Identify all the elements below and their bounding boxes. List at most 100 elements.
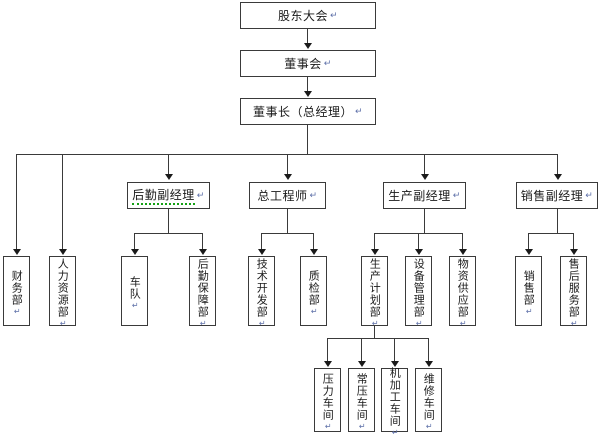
- arrow-head-icon: [358, 361, 366, 367]
- box-logistics-vp[interactable]: 后勤副经理↵: [127, 182, 210, 209]
- box-finance-dept-label: 财务部: [10, 269, 24, 306]
- box-chairman-general-manager-label: 董事长（总经理）: [252, 105, 353, 119]
- drop-to-logistics-vp: [168, 154, 169, 175]
- box-fleet-team[interactable]: 车队↵: [121, 256, 148, 326]
- box-tech-dev-dept[interactable]: 技术开发部↵: [248, 256, 275, 329]
- box-atmospheric-workshop[interactable]: 常压车间↵: [348, 368, 375, 432]
- arrow-head-icon: [425, 361, 433, 367]
- paragraph-mark-icon: ↵: [58, 318, 68, 329]
- box-sales-vp-label: 销售副经理: [520, 189, 584, 203]
- connector-sales-vp-down: [557, 209, 558, 233]
- arrow-head-icon: [131, 249, 139, 255]
- drop-to-logistics-support-dept: [202, 233, 203, 250]
- box-production-plan-dept[interactable]: 生产计划部↵: [361, 256, 388, 329]
- box-quality-dept-label: 质检部: [307, 269, 321, 306]
- arrow-head-icon: [258, 249, 266, 255]
- box-logistics-support-dept-label: 后勤保障部: [196, 257, 210, 318]
- box-board-of-directors[interactable]: 董事会↵: [240, 50, 376, 77]
- box-sales-dept-label: 销售部: [522, 269, 536, 306]
- paragraph-mark-icon: ↵: [390, 427, 400, 438]
- arrow-head-icon: [391, 361, 399, 367]
- arrow-head-icon: [284, 174, 292, 180]
- paragraph-mark-icon: ↵: [323, 58, 332, 69]
- box-atmospheric-workshop-label: 常压车间: [355, 372, 369, 421]
- paragraph-mark-icon: ↵: [198, 318, 208, 329]
- drop-to-atmospheric-workshop: [361, 338, 362, 362]
- box-chairman-general-manager[interactable]: 董事长（总经理）↵: [240, 98, 376, 125]
- paragraph-mark-icon: ↵: [458, 318, 468, 329]
- arrow-head-icon: [199, 249, 207, 255]
- arrow-head-icon: [371, 249, 379, 255]
- drop-to-machining-workshop: [394, 338, 395, 362]
- paragraph-mark-icon: ↵: [196, 190, 205, 201]
- box-pressure-workshop-label: 压力车间: [321, 372, 335, 421]
- box-production-plan-dept-label: 生产计划部: [368, 257, 382, 318]
- arrow-head-icon: [165, 174, 173, 180]
- arrow-head-icon: [304, 43, 312, 49]
- connector-board-to-chairman: [307, 77, 308, 92]
- drop-to-maintenance-workshop: [428, 338, 429, 362]
- arrow-head-icon: [59, 249, 67, 255]
- drop-to-sales-vp: [557, 154, 558, 175]
- box-logistics-vp-label: 后勤副经理: [132, 186, 195, 205]
- drop-to-finance-dept: [16, 154, 17, 250]
- box-after-sales-dept-label: 售后服务部: [567, 257, 581, 318]
- drop-to-equipment-dept: [418, 233, 419, 250]
- box-tech-dev-dept-label: 技术开发部: [255, 257, 269, 318]
- box-pressure-workshop[interactable]: 压力车间↵: [314, 368, 341, 432]
- paragraph-mark-icon: ↵: [524, 306, 534, 317]
- drop-to-materials-supply-dept: [462, 233, 463, 250]
- paragraph-mark-icon: ↵: [452, 190, 461, 201]
- box-board-of-directors-label: 董事会: [284, 57, 322, 71]
- box-chief-engineer[interactable]: 总工程师↵: [249, 182, 326, 209]
- box-hr-dept[interactable]: 人力资源部↵: [49, 256, 76, 329]
- arrow-head-icon: [415, 249, 423, 255]
- box-shareholders-meeting[interactable]: 股东大会↵: [240, 2, 376, 29]
- connector-chief-engineer-down: [287, 209, 288, 233]
- paragraph-mark-icon: ↵: [309, 190, 318, 201]
- paragraph-mark-icon: ↵: [309, 306, 319, 317]
- box-equipment-dept[interactable]: 设备管理部↵: [405, 256, 432, 329]
- box-materials-supply-dept-label: 物资供应部: [456, 257, 470, 318]
- paragraph-mark-icon: ↵: [323, 421, 333, 432]
- drop-to-fleet-team: [134, 233, 135, 250]
- box-equipment-dept-label: 设备管理部: [412, 257, 426, 318]
- arrow-head-icon: [304, 91, 312, 97]
- arrow-head-icon: [421, 174, 429, 180]
- drop-to-after-sales-dept: [573, 233, 574, 250]
- box-hr-dept-label: 人力资源部: [56, 257, 70, 318]
- drop-to-tech-dev-dept: [261, 233, 262, 250]
- arrow-head-icon: [310, 249, 318, 255]
- arrow-head-icon: [570, 249, 578, 255]
- paragraph-mark-icon: ↵: [370, 318, 380, 329]
- connector-logistics-vp-down: [168, 209, 169, 233]
- paragraph-mark-icon: ↵: [354, 106, 364, 117]
- box-quality-dept[interactable]: 质检部↵: [300, 256, 327, 326]
- paragraph-mark-icon: ↵: [414, 318, 424, 329]
- connector-chairman-to-bus: [307, 125, 308, 154]
- box-machining-workshop[interactable]: 机加工车间↵: [381, 366, 408, 438]
- bus-line-workshops: [327, 338, 428, 339]
- bus-line-chief-engineer-children: [261, 233, 313, 234]
- box-sales-vp[interactable]: 销售副经理↵: [516, 182, 598, 209]
- paragraph-mark-icon: ↵: [424, 421, 434, 432]
- box-production-vp[interactable]: 生产副经理↵: [383, 182, 466, 209]
- box-logistics-support-dept[interactable]: 后勤保障部↵: [189, 256, 216, 329]
- box-maintenance-workshop[interactable]: 维修车间↵: [415, 368, 442, 432]
- paragraph-mark-icon: ↵: [585, 190, 594, 201]
- box-finance-dept[interactable]: 财务部↵: [3, 256, 30, 326]
- connector-production-vp-down: [424, 209, 425, 233]
- box-after-sales-dept[interactable]: 售后服务部↵: [560, 256, 587, 329]
- paragraph-mark-icon: ↵: [357, 421, 367, 432]
- paragraph-mark-icon: ↵: [12, 306, 22, 317]
- drop-to-quality-dept: [313, 233, 314, 250]
- box-sales-dept[interactable]: 销售部↵: [515, 256, 542, 326]
- connector-shareholders-to-board: [307, 29, 308, 44]
- box-maintenance-workshop-label: 维修车间: [422, 372, 436, 421]
- paragraph-mark-icon: ↵: [130, 300, 140, 311]
- box-machining-workshop-label: 机加工车间: [388, 366, 402, 427]
- box-materials-supply-dept[interactable]: 物资供应部↵: [449, 256, 476, 329]
- drop-to-sales-dept: [528, 233, 529, 250]
- paragraph-mark-icon: ↵: [329, 10, 339, 21]
